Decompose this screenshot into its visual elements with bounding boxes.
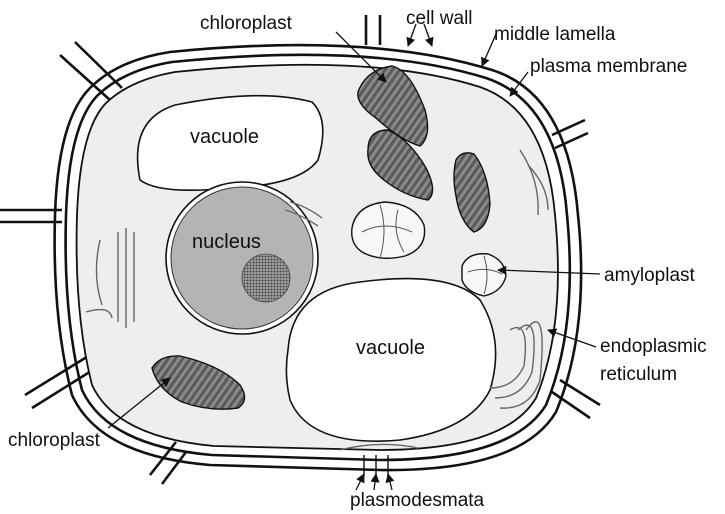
vacuole-bottom bbox=[286, 279, 495, 442]
label-chloroplast-top: chloroplast bbox=[200, 13, 293, 34]
label-reticulum: reticulum bbox=[600, 364, 677, 385]
label-chloroplast-bottom: chloroplast bbox=[8, 430, 101, 451]
label-endoplasmic: endoplasmic bbox=[600, 336, 707, 357]
nucleolus bbox=[242, 254, 290, 302]
label-amyloplast: amyloplast bbox=[604, 265, 696, 286]
label-plasma-membrane: plasma membrane bbox=[530, 56, 687, 77]
nucleus-inner bbox=[171, 187, 313, 329]
label-cell-wall: cell wall bbox=[406, 8, 473, 29]
label-plasmodesmata: plasmodesmata bbox=[350, 490, 485, 511]
label-vacuole-top: vacuole bbox=[190, 126, 259, 148]
label-vacuole-bottom: vacuole bbox=[356, 337, 425, 359]
label-nucleus: nucleus bbox=[192, 231, 261, 253]
label-middle-lamella: middle lamella bbox=[494, 24, 616, 45]
